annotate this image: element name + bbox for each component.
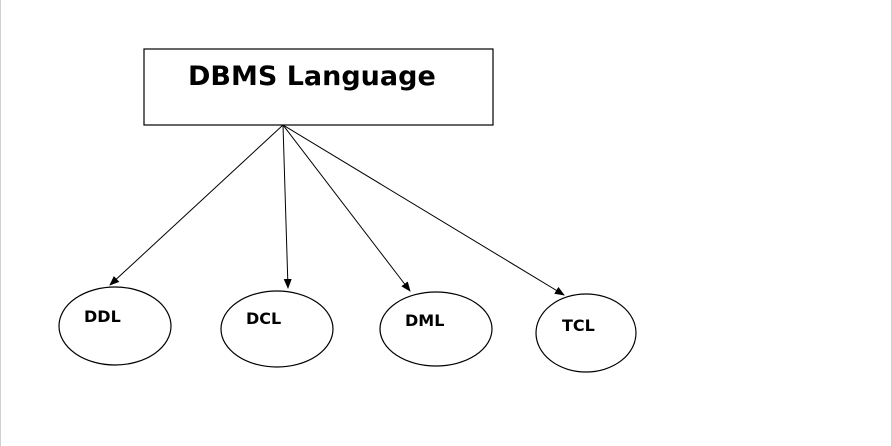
ddl-ellipse xyxy=(58,286,172,366)
connector-dml xyxy=(282,124,411,292)
left-border xyxy=(0,0,1,446)
ddl-label: DDL xyxy=(84,307,121,326)
child-node-dcl: DCL xyxy=(220,290,334,368)
tcl-ellipse xyxy=(535,293,637,373)
dml-label: DML xyxy=(405,311,444,330)
child-node-tcl: TCL xyxy=(535,293,637,373)
tcl-label: TCL xyxy=(562,316,595,335)
connector-ddl xyxy=(109,124,284,286)
connector-tcl xyxy=(282,124,565,296)
dcl-label: DCL xyxy=(246,309,281,328)
dcl-ellipse xyxy=(220,290,334,368)
root-box xyxy=(143,48,494,126)
root-label: DBMS Language xyxy=(188,61,436,92)
dml-ellipse xyxy=(379,291,493,367)
connector-dcl xyxy=(282,124,292,289)
child-node-dml: DML xyxy=(379,291,493,367)
connectors xyxy=(109,124,565,296)
child-node-ddl: DDL xyxy=(58,286,172,366)
root-node: DBMS Language xyxy=(143,48,494,126)
